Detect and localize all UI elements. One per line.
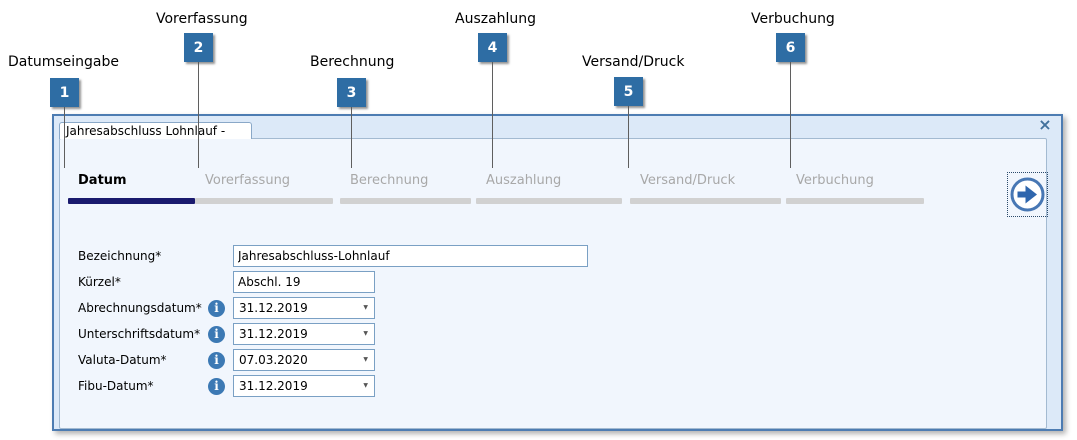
callout-label-verbuchung: Verbuchung: [751, 11, 835, 27]
dropdown-arrow-icon: ▼: [363, 356, 368, 363]
step-progress-bar: [340, 198, 471, 204]
wizard-panel: Datum Vorerfassung Berechnung Auszahlung…: [59, 138, 1048, 429]
callout-pointer-line-1: [64, 107, 65, 168]
step-tab-versand-druck[interactable]: Versand/Druck: [630, 172, 781, 204]
dropdown-value: 31.12.2019: [239, 327, 308, 341]
step-label: Verbuchung: [796, 173, 874, 188]
step-progress-bar: [195, 198, 333, 204]
bezeichnung-input[interactable]: [233, 245, 588, 267]
field-label: Unterschriftsdatum*: [78, 327, 201, 341]
circle-arrow-right-icon: [1009, 176, 1046, 213]
step-progress-bar: [786, 198, 924, 204]
field-label: Bezeichnung*: [78, 249, 162, 263]
dropdown-arrow-icon: ▼: [363, 304, 368, 311]
callout-pointer-line-4: [492, 62, 493, 168]
fibu-datum-dropdown[interactable]: 31.12.2019 ▼: [233, 375, 375, 397]
info-icon[interactable]: i: [208, 299, 225, 317]
step-label: Datum: [78, 173, 127, 188]
wizard-window: Jahresabschluss Lohnlauf - × Datum Vorer…: [52, 114, 1063, 431]
callout-pointer-line-5: [628, 106, 629, 168]
callout-label-datumseingabe: Datumseingabe: [8, 54, 119, 70]
form-row-valuta-datum: Valuta-Datum* i 07.03.2020 ▼: [78, 349, 375, 371]
form-row-unterschriftsdatum: Unterschriftsdatum* i 31.12.2019 ▼: [78, 323, 375, 345]
close-icon[interactable]: ×: [1038, 115, 1052, 134]
field-label: Kürzel*: [78, 275, 121, 289]
next-step-button[interactable]: [1007, 172, 1048, 217]
step-label: Vorerfassung: [205, 173, 291, 188]
abrechnungsdatum-dropdown[interactable]: 31.12.2019 ▼: [233, 297, 375, 319]
callout-number-badge-2: 2: [184, 33, 213, 62]
dropdown-value: 31.12.2019: [239, 301, 308, 315]
dropdown-arrow-icon: ▼: [363, 330, 368, 337]
step-progress-bar: [476, 198, 622, 204]
callout-pointer-line-6: [790, 62, 791, 168]
dropdown-arrow-icon: ▼: [363, 382, 368, 389]
step-tab-berechnung[interactable]: Berechnung: [340, 172, 471, 204]
dropdown-value: 31.12.2019: [239, 379, 308, 393]
callout-number-badge-6: 6: [776, 33, 805, 62]
step-tab-verbuchung[interactable]: Verbuchung: [786, 172, 924, 204]
callout-pointer-line-2: [198, 62, 199, 168]
form-row-fibu-datum: Fibu-Datum* i 31.12.2019 ▼: [78, 375, 375, 397]
callout-label-berechnung: Berechnung: [310, 54, 395, 70]
form-row-abrechnungsdatum: Abrechnungsdatum* i 31.12.2019 ▼: [78, 297, 375, 319]
step-progress-bar: [630, 198, 781, 204]
form-row-bezeichnung: Bezeichnung*: [78, 245, 588, 267]
kuerzel-input[interactable]: [233, 271, 375, 293]
callout-label-vorerfassung: Vorerfassung: [156, 11, 248, 27]
callout-label-auszahlung: Auszahlung: [455, 11, 537, 27]
step-label: Auszahlung: [486, 173, 562, 188]
callout-label-versand-druck: Versand/Druck: [582, 54, 685, 70]
step-tab-datum[interactable]: Datum: [68, 172, 195, 204]
callout-number-badge-3: 3: [337, 78, 366, 107]
callout-number-badge-4: 4: [478, 33, 507, 62]
dropdown-value: 07.03.2020: [239, 353, 308, 367]
step-tab-auszahlung[interactable]: Auszahlung: [476, 172, 622, 204]
field-label: Fibu-Datum*: [78, 379, 154, 393]
step-tab-vorerfassung[interactable]: Vorerfassung: [195, 172, 333, 204]
callout-pointer-line-3: [351, 107, 352, 168]
tab-jahresabschluss-lohnlauf[interactable]: Jahresabschluss Lohnlauf -: [59, 122, 252, 139]
step-label: Versand/Druck: [640, 173, 736, 188]
callout-number-badge-1: 1: [50, 78, 79, 107]
info-icon[interactable]: i: [208, 351, 225, 369]
field-label: Valuta-Datum*: [78, 353, 167, 367]
valuta-datum-dropdown[interactable]: 07.03.2020 ▼: [233, 349, 375, 371]
info-icon[interactable]: i: [208, 325, 225, 343]
field-label: Abrechnungsdatum*: [78, 301, 202, 315]
form-row-kuerzel: Kürzel*: [78, 271, 375, 293]
step-label: Berechnung: [350, 173, 429, 188]
step-progress-bar: [68, 198, 195, 204]
callout-number-badge-5: 5: [614, 77, 643, 106]
unterschriftsdatum-dropdown[interactable]: 31.12.2019 ▼: [233, 323, 375, 345]
info-icon[interactable]: i: [208, 377, 225, 395]
